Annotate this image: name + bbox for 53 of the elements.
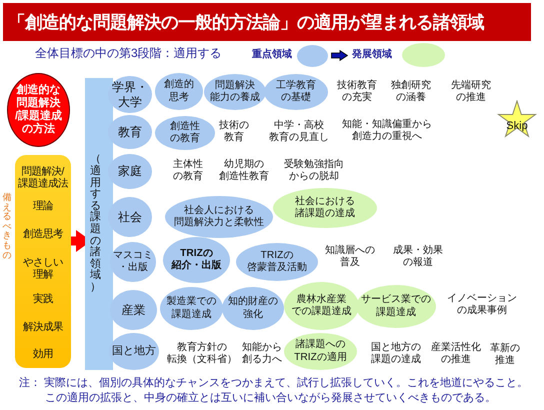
topic-ellipse: 創造的思考 [155,73,203,110]
topic-text: 主体性の教育 [173,158,203,184]
note-text: 注： 実際には、個別の具体的なチャンスをつかまえて、試行し拡張していく。これを地道にやること。この適用の拡張と、中身の確立とは互いに補い合いながら発展させていくべきものである。 [19,376,530,406]
domain-column: （適用する課題の諸領域） [85,78,113,370]
item-text: 創造思考 [23,228,63,242]
domain-ellipse: 学界・大学 [108,76,152,113]
domain-ellipse: 社会 [108,197,152,237]
topic-ellipse: 社会人における問題解決力と柔軟性 [165,196,273,238]
topic-text: 知識層への普及 [325,244,375,270]
topic-text: 教育方針の転換（文科省） [167,342,237,366]
topic-text: 独創研究の涵養 [391,80,431,104]
topic-text: 技術教育の充実 [337,80,377,104]
requirements-panel [15,155,71,368]
domain-ellipse: マスコミ・出版 [110,242,156,282]
item-text: 効用 [33,348,53,362]
item-text: 実践 [33,294,53,306]
topic-text: 知能から創る力へ [242,342,282,366]
topic-ellipse: TRIZの啓蒙普及活動 [236,243,318,281]
legend-text: 発展領域 [352,48,392,62]
item-text: 理論 [33,200,53,214]
topic-text: 受験勉強指向からの脱却 [284,158,344,184]
subtitle-text: 全体目標の中の第3段階：適用する [35,45,222,61]
topic-text: 成果・効果の報道 [393,244,443,270]
item-text: 解決成果 [23,322,63,334]
topic-text: 技術の教育 [219,120,249,144]
topic-text: 先端研究の推進 [451,80,491,104]
topic-text: 幼児期の創造性教育 [219,158,269,184]
topic-ellipse: TRIZの紹介・出版 [163,237,230,283]
topic-ellipse: 問題解決能力の養成 [204,74,266,110]
item-text: やさしい理解 [23,258,63,282]
topic-ellipse: 製造業での課題達成 [160,287,223,330]
method-circle: 創造的な問題解決/課題達成の方法 [7,73,70,147]
domain-ellipse: 家庭 [108,154,152,189]
domain-ellipse: 産業 [110,290,157,330]
item-text: 問題解決/課題達成法 [18,166,68,192]
topic-text: 国と地方の課題の達成 [371,342,421,366]
title-banner: 「創造的な問題解決の一般的方法論」の適用が望まれる諸領域 [3,3,531,41]
topic-text: 中学・高校教育の見直し [269,120,329,144]
topic-ellipse: サービス業での課題達成 [356,285,436,328]
domain-ellipse: 国と地方 [109,333,159,370]
topic-text: イノベーションの成果事例 [447,292,517,318]
topic-ellipse: 創造性の教育 [155,116,215,150]
side-label: 備えるべきもの [2,193,12,260]
topic-text: 知能・知識偏重から創造力の重視へ [342,118,432,144]
topic-ellipse: 知的財産の強化 [222,287,284,330]
topic-ellipse: 農林水産業での課題達成 [284,282,359,330]
topic-ellipse: 工学教育の基礎 [264,74,328,110]
domain-ellipse: 教育 [108,115,152,149]
topic-ellipse: 社会における諸課題の達成 [273,188,377,228]
legend-text: 重点領域 [252,48,292,62]
topic-ellipse: 諸課題へのTRIZの適用 [284,333,357,370]
topic-text: 革新の推進 [490,342,520,368]
topic-text: 産業活性化の推進 [431,342,481,366]
